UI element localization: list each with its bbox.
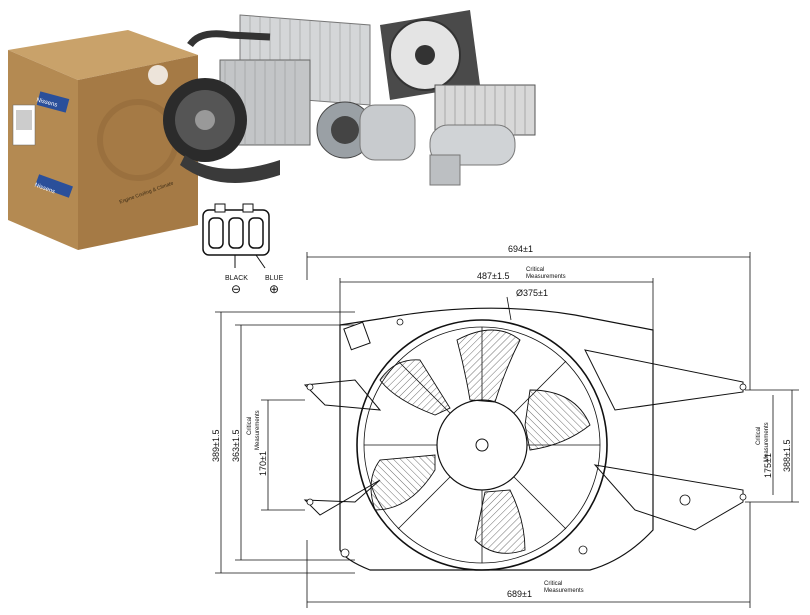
dim-bottom-width: 689±1 <box>507 589 532 599</box>
dim-measurements-label-2: Measurements <box>255 410 261 450</box>
dim-critical-label-3: Critical <box>756 426 762 445</box>
dim-overall-width: 694±1 <box>508 244 533 254</box>
product-photo-collage: Nissens Nissens Engine Cooling & Climate <box>0 0 560 296</box>
dim-height-left-small: 170±1 <box>258 451 268 476</box>
dim-diameter: Ø375±1 <box>516 288 548 298</box>
dim-height-right-outer: 388±1.5 <box>782 439 792 472</box>
cooling-products-image <box>160 5 560 205</box>
dim-measurements-label-4: Measurements <box>544 588 584 594</box>
dim-critical-label-4: Critical <box>544 581 563 587</box>
connector-neg-label: BLACK <box>225 275 248 282</box>
dim-measurements-label-3: Measurements <box>764 422 770 462</box>
plus-icon: ⊕ <box>269 282 280 296</box>
dim-height-left-outer: 389±1.5 <box>211 429 221 462</box>
dim-inner-width: 487±1.5 <box>477 271 510 281</box>
minus-icon: ⊖ <box>231 282 242 296</box>
electrical-connector-diagram <box>195 200 300 300</box>
connector-pos-label: BLUE <box>265 275 284 282</box>
dim-measurements-label-1: Measurements <box>526 274 566 280</box>
dim-height-left-inner: 363±1.5 <box>231 429 241 462</box>
dim-critical-label-1: Critical <box>526 267 545 273</box>
dim-critical-label-2: Critical <box>247 416 253 435</box>
fan-technical-drawing: 694±1 487±1.5 Critical Measurements Ø375… <box>195 240 810 610</box>
